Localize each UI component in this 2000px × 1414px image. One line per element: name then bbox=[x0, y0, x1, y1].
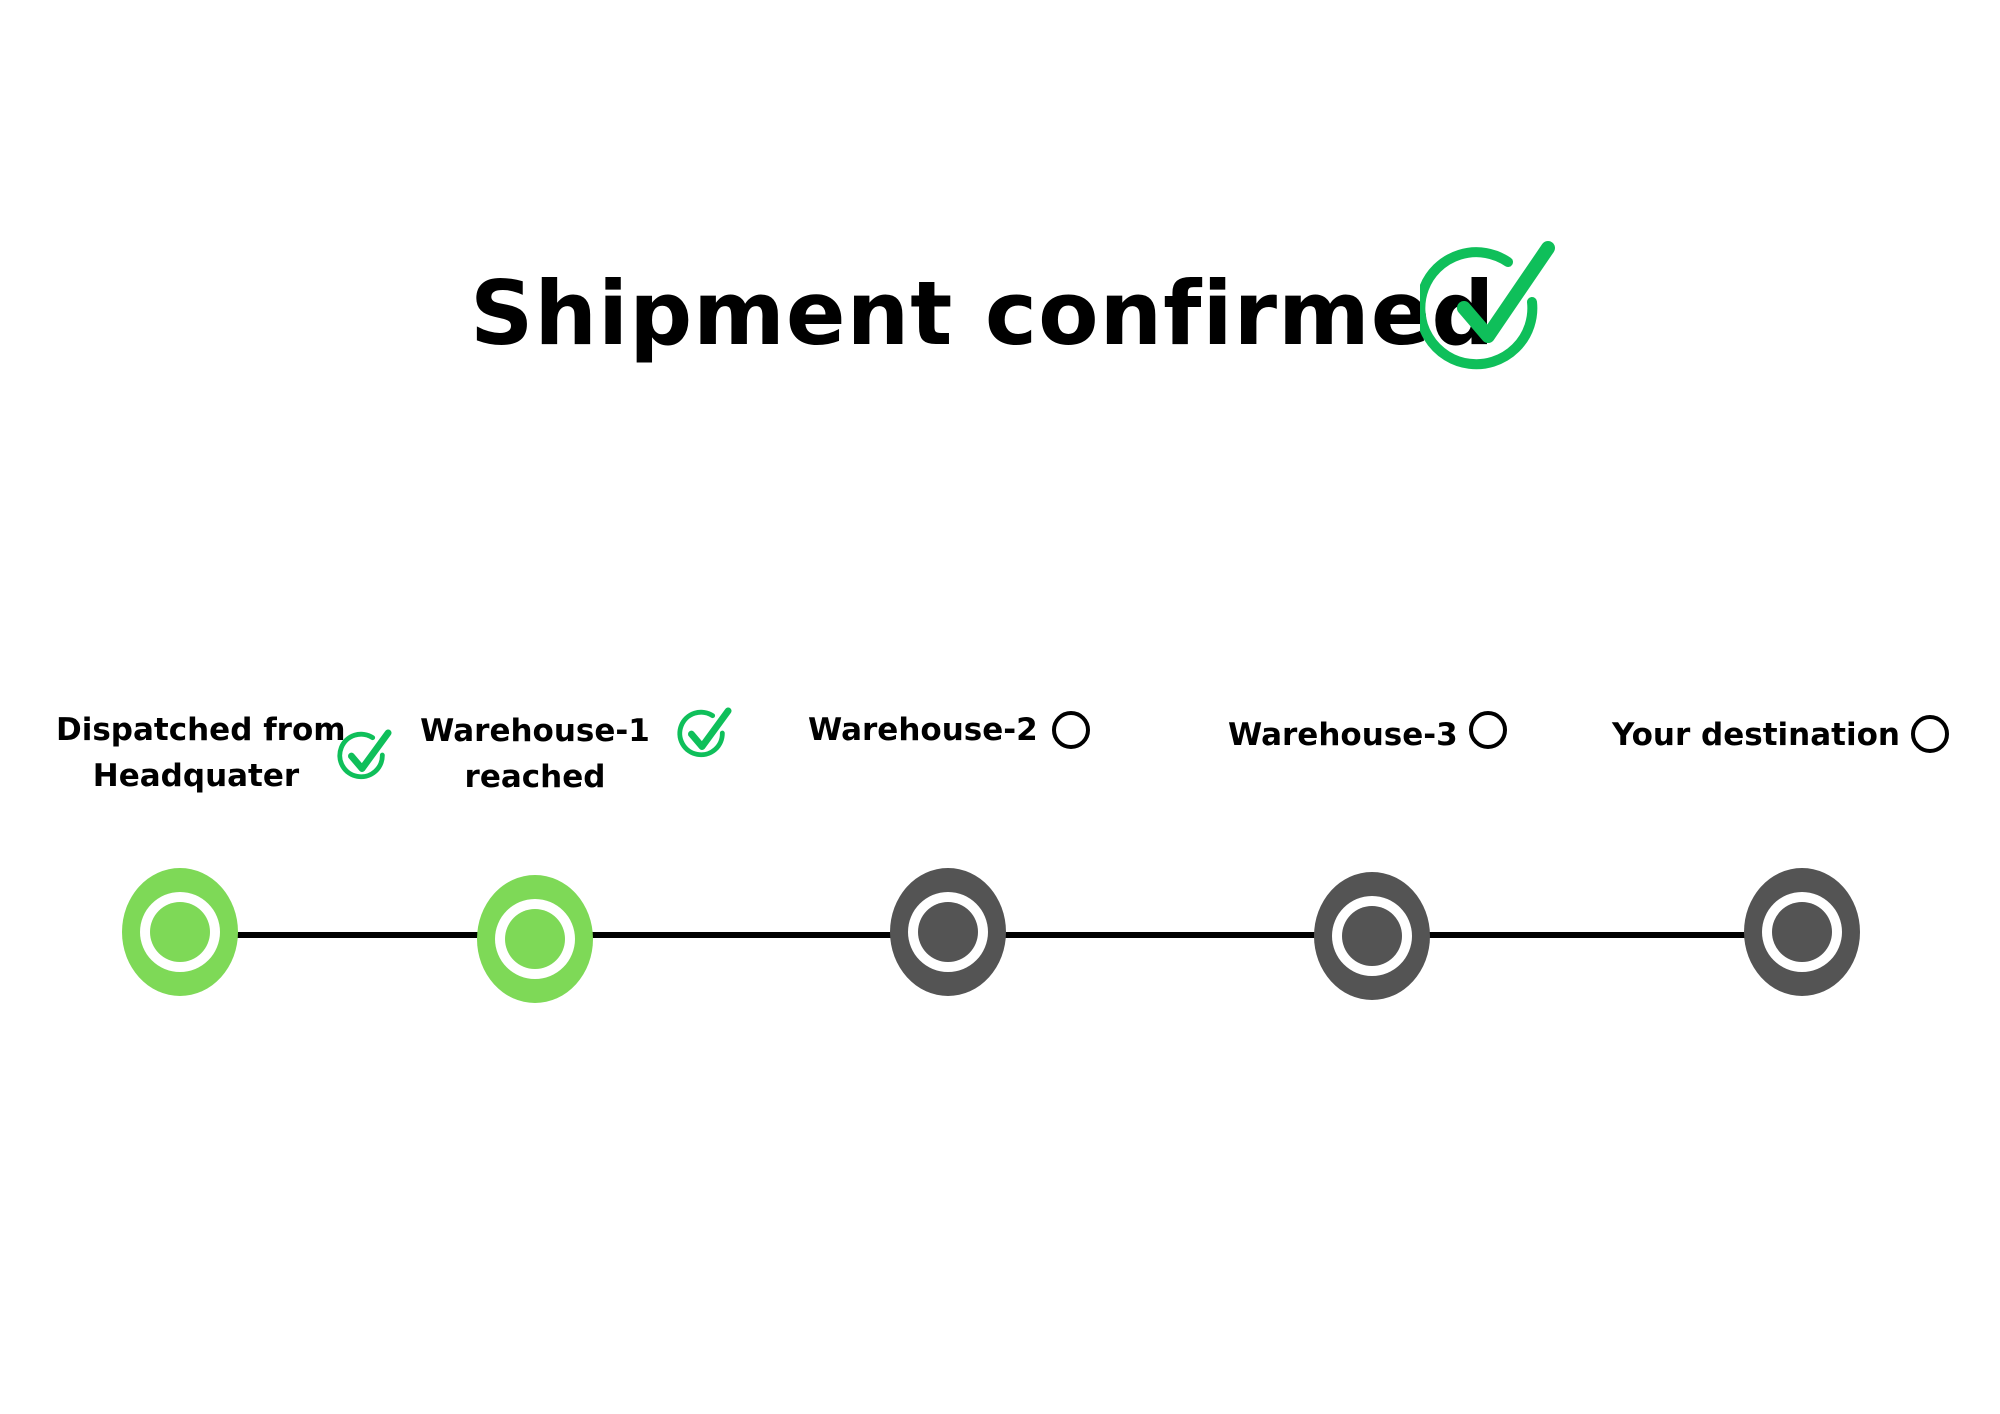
step-label-warehouse-2: Warehouse-2 bbox=[808, 712, 1038, 748]
check-circle-icon bbox=[1420, 241, 1555, 370]
step-label-dispatched: Dispatched from Headquater bbox=[56, 712, 346, 794]
page-title: Shipment confirmed bbox=[470, 262, 1496, 365]
empty-circle-icon bbox=[1052, 711, 1090, 749]
title-row: Shipment confirmed bbox=[0, 240, 2000, 400]
step-label-warehouse-1: Warehouse-1 reached bbox=[420, 713, 650, 795]
step-node-warehouse-3 bbox=[1314, 872, 1430, 1000]
step-label-warehouse-3: Warehouse-3 bbox=[1228, 717, 1458, 753]
empty-circle-icon bbox=[1911, 715, 1949, 753]
check-circle-icon bbox=[677, 707, 732, 758]
step-label-destination: Your destination bbox=[1612, 717, 1900, 753]
empty-circle-icon bbox=[1469, 711, 1507, 749]
step-node-destination bbox=[1744, 868, 1860, 996]
step-node-warehouse-1 bbox=[477, 875, 593, 1003]
check-circle-icon bbox=[337, 729, 392, 780]
step-node-warehouse-2 bbox=[890, 868, 1006, 996]
step-node-dispatched bbox=[122, 868, 238, 996]
